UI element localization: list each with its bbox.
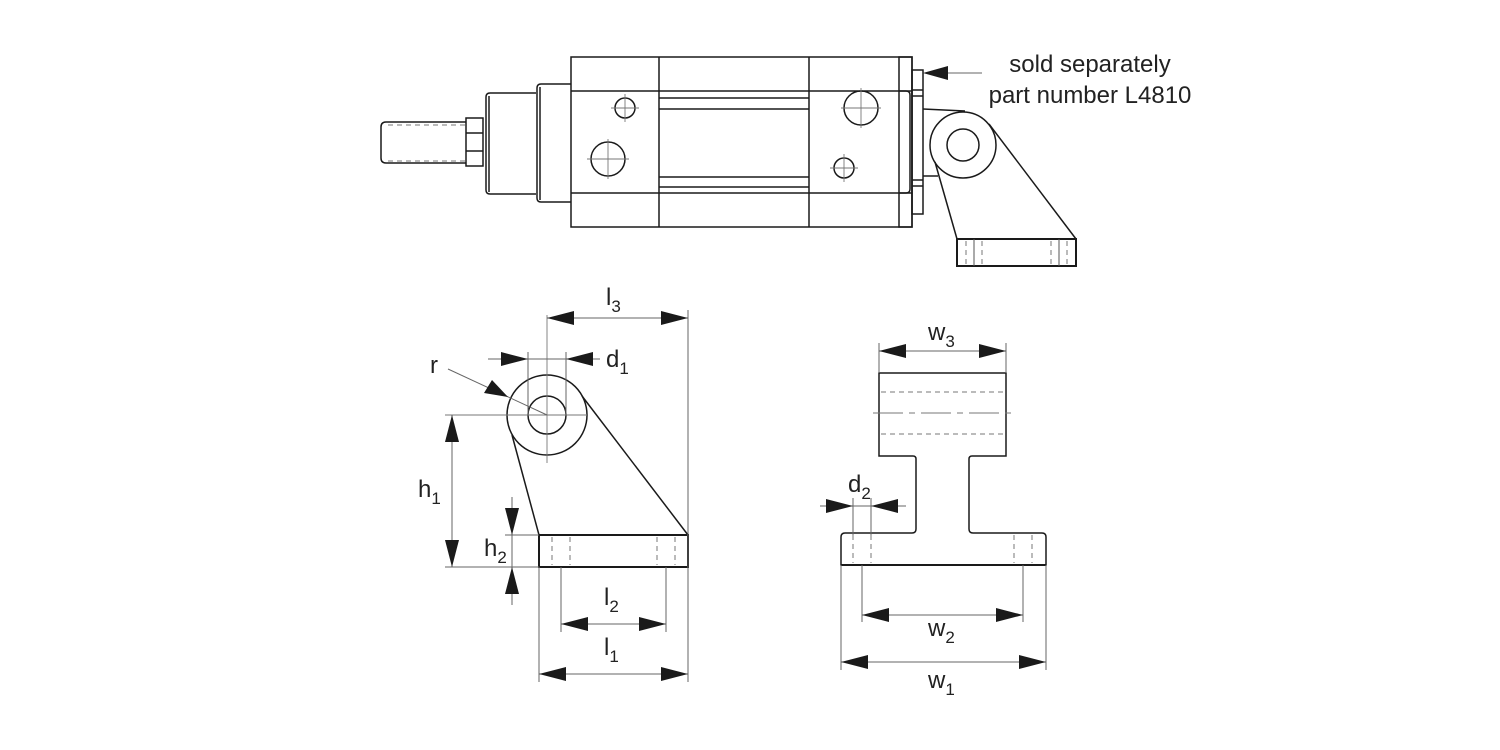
dim-w1: w1 (840, 565, 1047, 699)
front-cap (485, 83, 571, 203)
dim-r-label: r (430, 352, 438, 379)
svg-text:l1: l1 (604, 634, 619, 666)
callout-line-1: sold separately (1009, 51, 1170, 78)
callout-line-2: part number L4810 (989, 82, 1192, 109)
svg-text:d2: d2 (848, 471, 871, 503)
dim-d2: d2 (820, 471, 906, 535)
dim-l3-label: l (606, 284, 611, 311)
svg-text:d1: d1 (606, 346, 629, 378)
dim-d2-label: d (848, 471, 861, 498)
svg-text:w2: w2 (927, 615, 955, 647)
dim-w3-label: w (927, 319, 946, 346)
svg-text:h2: h2 (484, 535, 507, 567)
svg-text:h1: h1 (418, 476, 441, 508)
cylinder-assembly: sold separately part number L4810 (380, 51, 1192, 267)
mounted-clevis-bracket (929, 111, 1077, 267)
dim-w3: w3 (878, 319, 1007, 373)
dim-w2: w2 (861, 565, 1024, 647)
bracket-front-view: w3 d2 w2 w1 (820, 319, 1047, 699)
dim-l3: l3 (547, 284, 689, 535)
dim-l1: l1 (538, 535, 689, 682)
dim-w2-label: w (927, 615, 946, 642)
svg-text:l3: l3 (606, 284, 621, 316)
dim-l2: l2 (560, 567, 667, 632)
dim-h2-label: h (484, 535, 497, 562)
svg-text:w1: w1 (927, 667, 955, 699)
svg-text:w3: w3 (927, 319, 955, 351)
dim-l2-label: l (604, 584, 609, 611)
rear-cap (898, 56, 966, 228)
dim-h1-label: h (418, 476, 431, 503)
dim-d1-label: d (606, 346, 619, 373)
piston-rod (380, 117, 484, 167)
dim-h2: h2 (484, 497, 539, 605)
dim-l1-label: l (604, 634, 609, 661)
cylinder-body (570, 56, 913, 228)
bracket-side-view: l3 d1 r h1 (418, 284, 689, 682)
callout-arrow (923, 66, 982, 80)
base-plate (538, 534, 689, 568)
dim-d1: d1 (488, 346, 629, 415)
bracket-front-outline (840, 372, 1047, 566)
dim-w1-label: w (927, 667, 946, 694)
dim-r: r (430, 352, 548, 416)
dim-h1: h1 (418, 415, 539, 568)
svg-text:l2: l2 (604, 584, 619, 616)
